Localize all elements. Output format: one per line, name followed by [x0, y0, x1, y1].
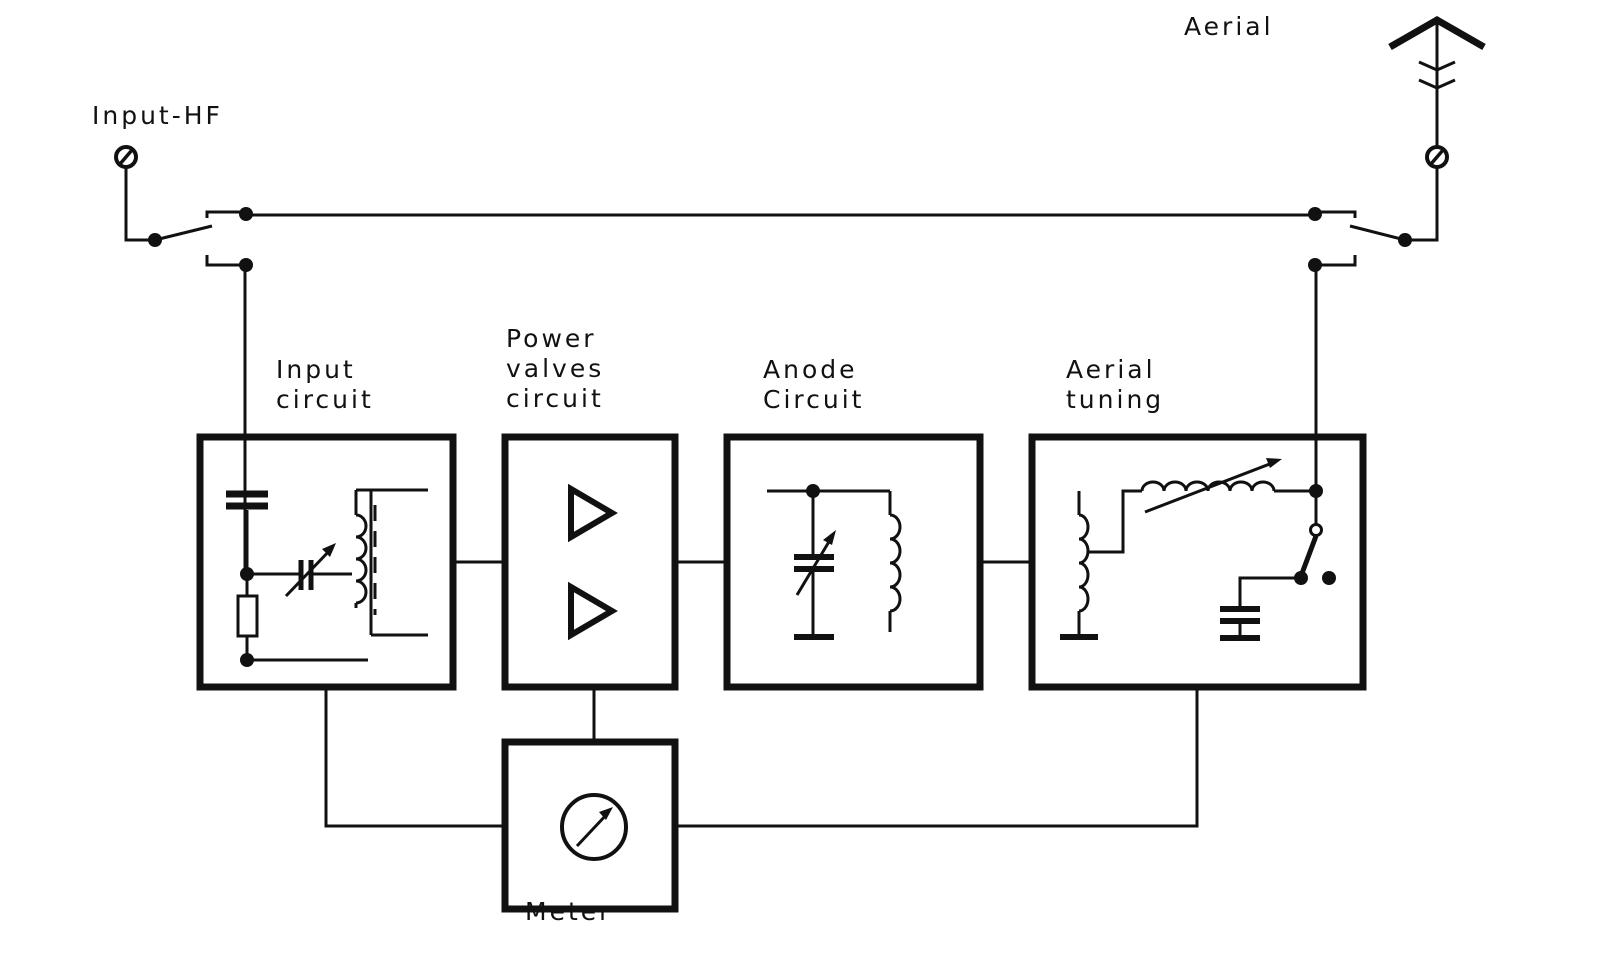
switch-contact-dot	[1294, 571, 1308, 585]
junction-dot	[1309, 484, 1323, 498]
meter-dial-icon	[560, 793, 628, 861]
amplifier-triangle-icon	[568, 581, 618, 641]
aerial-tuning-block	[1028, 433, 1367, 691]
switch-contact-dot	[1322, 571, 1336, 585]
switch-contact-dot	[239, 258, 253, 272]
junction-dot	[240, 653, 254, 667]
junction-dot	[240, 567, 254, 581]
amplifier-triangle-icon	[568, 483, 618, 543]
input-hf-label: Input-HF	[92, 101, 223, 130]
aerial-tuning-schematic	[1060, 458, 1323, 641]
anode-circuit-block	[723, 433, 984, 691]
top-bus-wiring	[124, 165, 1439, 572]
input-circuit-label: Input circuit	[276, 355, 374, 414]
meter-block	[501, 738, 679, 913]
interconnect-wiring	[324, 560, 1199, 828]
switch-contact-dot	[1308, 258, 1322, 272]
input-circuit-block	[196, 433, 457, 691]
anode-circuit-schematic	[767, 489, 902, 640]
aerial-tuning-label: Aerial tuning	[1066, 355, 1165, 414]
anode-circuit-label: Anode Circuit	[763, 355, 865, 414]
power-valves-circuit-label: Power valves circuit	[506, 324, 605, 413]
switch-contact-dot	[239, 207, 253, 221]
switch-contact-dot	[1308, 207, 1322, 221]
aerial-label: Aerial	[1184, 12, 1274, 41]
antenna-icon	[1388, 15, 1486, 147]
terminal-icon	[1425, 145, 1449, 169]
switch-contact-dot	[1398, 233, 1412, 247]
input-circuit-schematic	[226, 488, 428, 662]
junction-dot	[806, 484, 820, 498]
power-valves-circuit-block	[501, 433, 679, 691]
switch-contact-dot	[148, 233, 162, 247]
terminal-icon	[114, 145, 138, 169]
